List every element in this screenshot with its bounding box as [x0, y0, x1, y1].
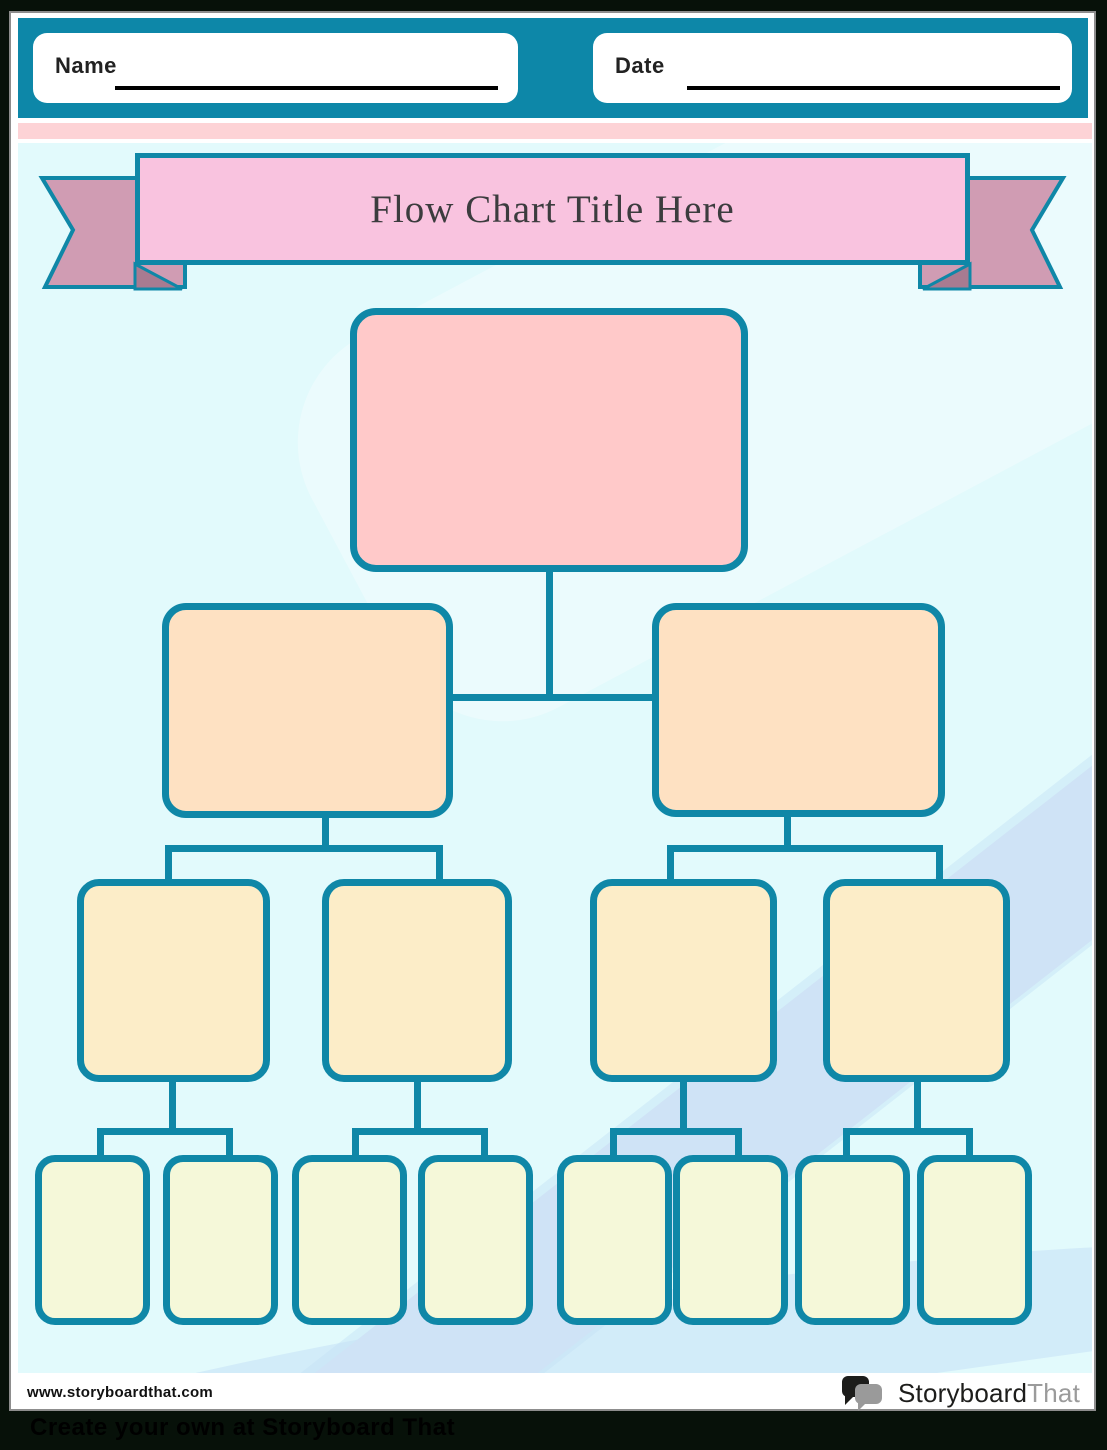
flow-node-level4-2[interactable] — [163, 1155, 278, 1325]
ribbon-fold-left — [133, 261, 183, 291]
connector — [436, 845, 443, 883]
website-url: www.storyboardthat.com — [27, 1384, 214, 1401]
connector — [966, 1128, 973, 1158]
connector — [352, 1128, 488, 1135]
flow-node-level2-right[interactable] — [652, 603, 945, 817]
worksheet-page: Name Date — [9, 11, 1096, 1411]
flow-node-level4-1[interactable] — [35, 1155, 150, 1325]
name-underline — [115, 86, 498, 90]
date-field[interactable]: Date — [593, 33, 1072, 103]
flow-node-level4-5[interactable] — [557, 1155, 672, 1325]
name-label: Name — [55, 53, 117, 78]
connector — [735, 1128, 742, 1158]
date-underline — [687, 86, 1060, 90]
connector — [610, 1128, 742, 1135]
flow-node-level4-6[interactable] — [673, 1155, 788, 1325]
logo-text: StoryboardThat — [897, 1377, 1080, 1408]
flow-chart-title: Flow Chart Title Here — [370, 187, 735, 231]
connector — [453, 694, 659, 701]
flowchart-area: Flow Chart Title Here — [18, 143, 1092, 1373]
bottom-caption: Create your own at Storyboard That — [30, 1414, 456, 1441]
flow-node-level4-4[interactable] — [418, 1155, 533, 1325]
connector — [610, 1128, 617, 1158]
flow-node-level3-1[interactable] — [77, 879, 270, 1082]
flow-node-level1[interactable] — [350, 308, 748, 572]
flow-node-level3-3[interactable] — [590, 879, 777, 1082]
connector — [481, 1128, 488, 1158]
connector — [667, 845, 674, 883]
connector — [546, 572, 553, 700]
connector — [169, 1082, 176, 1133]
connector — [165, 845, 172, 883]
connector — [97, 1128, 104, 1158]
title-banner[interactable]: Flow Chart Title Here — [135, 153, 970, 265]
flow-node-level4-8[interactable] — [917, 1155, 1032, 1325]
speech-bubble-gray — [854, 1384, 882, 1411]
flow-node-level3-2[interactable] — [322, 879, 512, 1082]
flow-node-level4-7[interactable] — [795, 1155, 910, 1325]
connector — [843, 1128, 973, 1135]
connector — [843, 1128, 850, 1158]
connector — [97, 1128, 233, 1135]
connector — [165, 845, 443, 852]
connector — [680, 1082, 687, 1133]
pink-divider-strip — [18, 123, 1092, 139]
flow-node-level2-left[interactable] — [162, 603, 453, 818]
connector — [667, 845, 943, 852]
speech-bubbles-icon — [841, 1376, 890, 1411]
connector — [226, 1128, 233, 1158]
connector — [936, 845, 943, 883]
name-field[interactable]: Name — [33, 33, 518, 103]
connector — [914, 1082, 921, 1133]
ribbon-fold-right — [922, 261, 972, 291]
date-label: Date — [615, 53, 665, 78]
flow-node-level4-3[interactable] — [292, 1155, 407, 1325]
connector — [352, 1128, 359, 1158]
header-bar: Name Date — [18, 18, 1088, 118]
connector — [414, 1082, 421, 1133]
storyboardthat-logo: StoryboardThat — [841, 1376, 1080, 1411]
flow-node-level3-4[interactable] — [823, 879, 1010, 1082]
